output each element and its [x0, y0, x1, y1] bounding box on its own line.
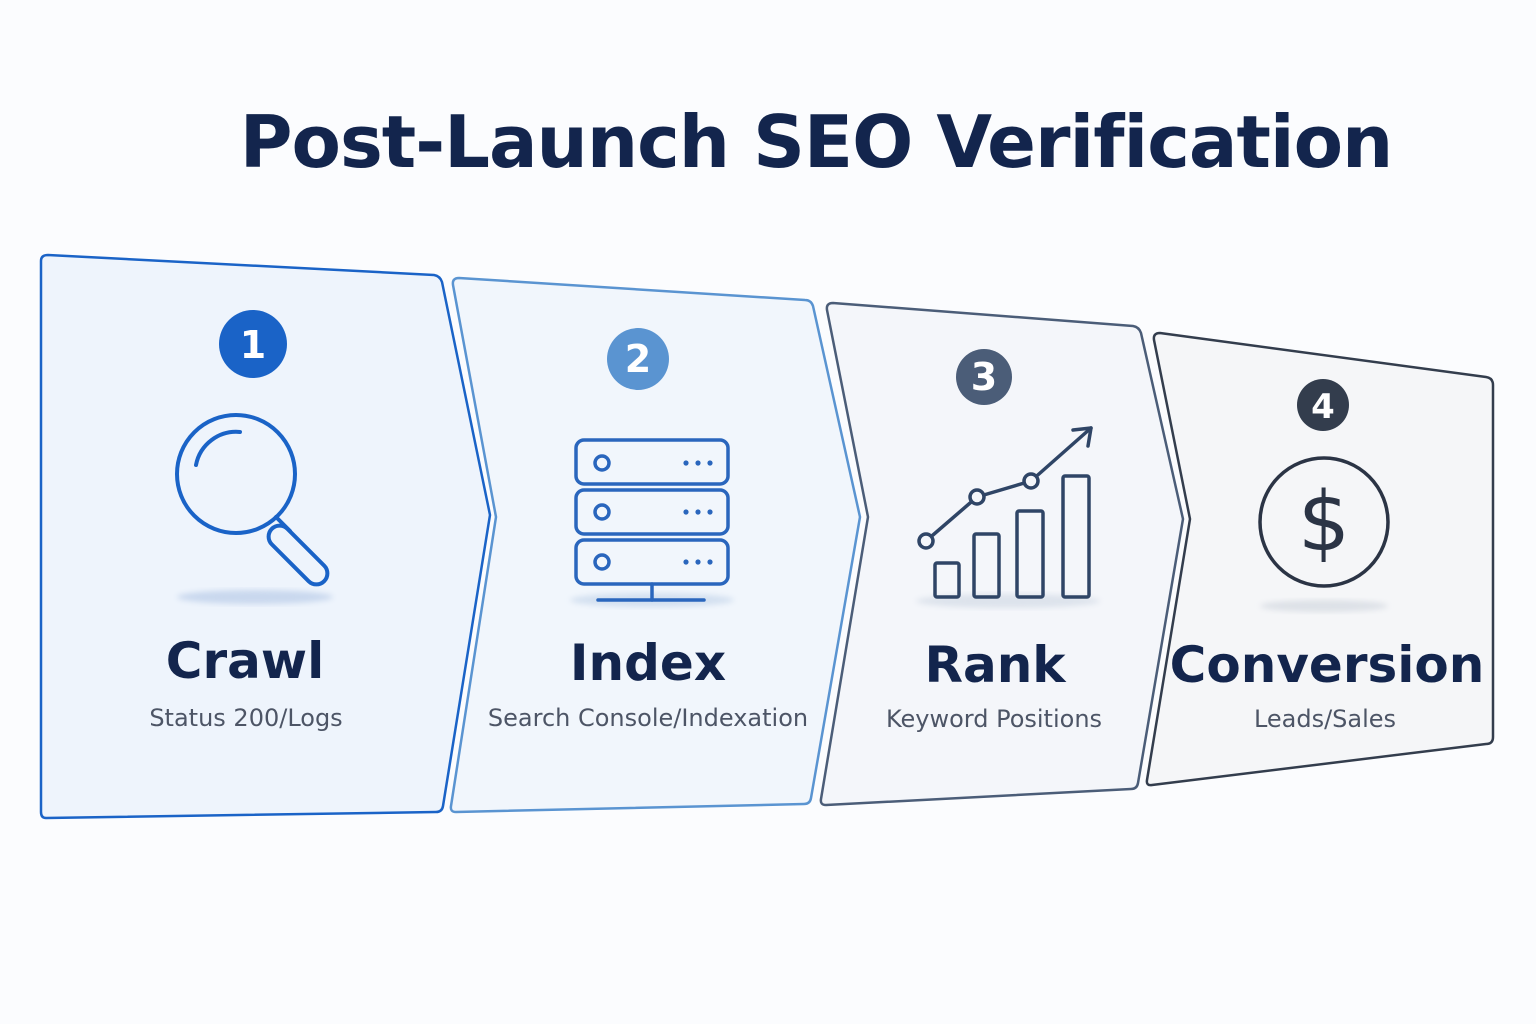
step-crawl: 1 Crawl Status 200/Logs [39, 253, 492, 820]
step-index: 2 Index Search Console/Indexation [449, 276, 862, 814]
step-number-badge [956, 349, 1012, 405]
server-stack-icon [574, 438, 730, 602]
step-number-badge [607, 328, 669, 390]
step-subtitle: Status 200/Logs [149, 704, 342, 732]
server-dots [683, 460, 713, 565]
step-subtitle: Keyword Positions [886, 705, 1102, 733]
page-title: Post-Launch SEO Verification [239, 100, 1394, 184]
step-panel [1145, 331, 1495, 787]
bar-chart-trend-icon [917, 426, 1093, 599]
magnifying-glass-icon [175, 413, 330, 587]
step-number: 1 [240, 323, 266, 367]
step-title: Crawl [166, 632, 324, 690]
step-subtitle: Search Console/Indexation [488, 704, 808, 732]
step-title: Rank [924, 636, 1067, 694]
step-conversion: 4 $ Conversion Leads/Sales [1145, 331, 1495, 787]
icon-shadow [177, 590, 333, 604]
step-title: Conversion [1170, 636, 1485, 694]
step-panel [449, 276, 862, 814]
step-title: Index [570, 634, 726, 692]
step-rank: 3 Rank Keyword Positions [819, 301, 1185, 807]
step-number: 4 [1311, 387, 1335, 427]
step-number: 2 [625, 337, 651, 381]
icon-shadow [1260, 600, 1388, 612]
step-number-badge [1297, 379, 1349, 431]
step-number-badge [219, 310, 287, 378]
step-number: 3 [971, 355, 997, 399]
step-subtitle: Leads/Sales [1254, 705, 1396, 733]
step-panel [39, 253, 492, 820]
svg-text:$: $ [1298, 475, 1350, 570]
dollar-coin-icon: $ [1258, 456, 1390, 588]
icon-shadow [916, 594, 1100, 608]
